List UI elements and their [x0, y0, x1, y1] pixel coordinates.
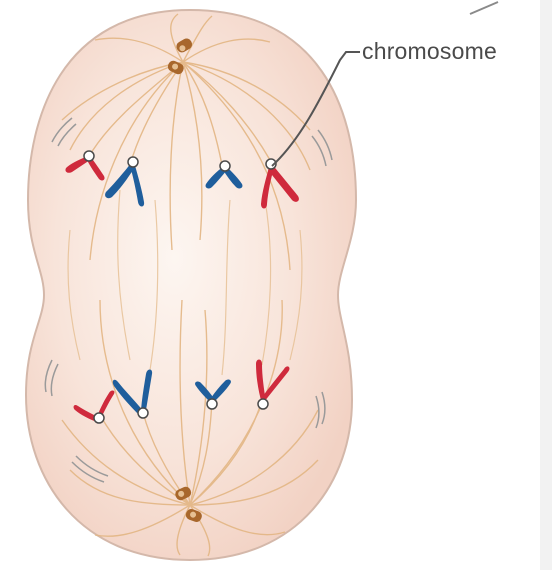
arrow-fragment	[470, 2, 498, 14]
chromosome-label: chromosome	[362, 38, 497, 65]
page-edge	[540, 0, 552, 570]
